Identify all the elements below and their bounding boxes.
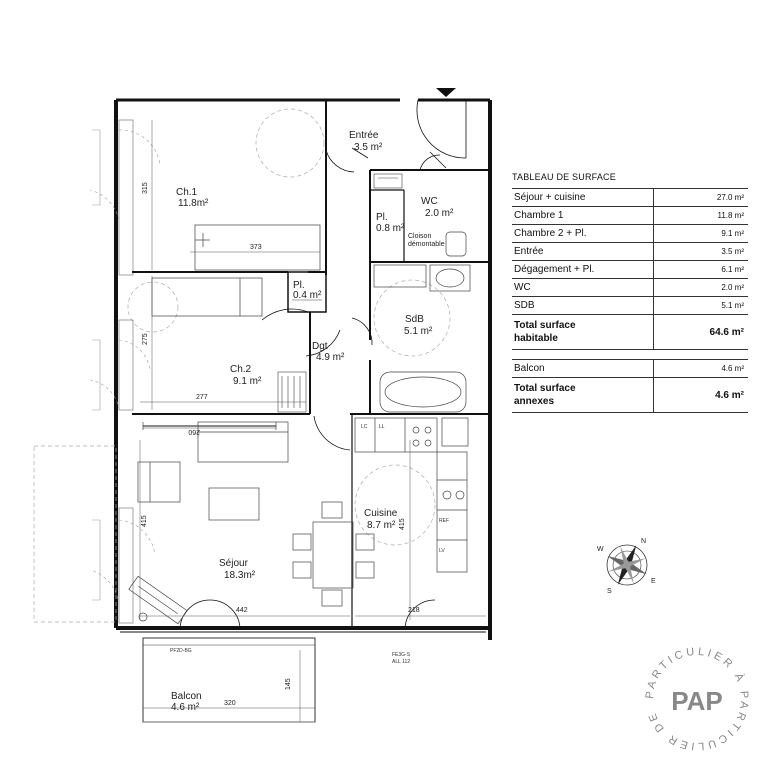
kitchen-label-lc: LC: [361, 424, 368, 430]
left-facade: [92, 119, 134, 624]
table-row: Entrée 3.5 m²: [512, 243, 748, 261]
compass-w: W: [597, 546, 604, 553]
room-name-wc: WC: [421, 196, 438, 207]
kitchen-labels: LC LL REF LV: [361, 424, 449, 554]
dim-415a: 415: [141, 515, 148, 527]
dim-442: 442: [236, 607, 248, 614]
cloison-label-1: Cloison: [408, 233, 431, 240]
dim-320: 320: [224, 700, 236, 707]
dim-260: 260: [188, 428, 200, 435]
dimension-lines: [139, 120, 486, 722]
entrance-arrow-icon: [436, 88, 456, 97]
table-row: Chambre 2 + Pl. 9.1 m²: [512, 225, 748, 243]
room-name-sejour: Séjour: [219, 558, 249, 569]
room-area-ch2: 9.1 m²: [233, 376, 262, 387]
table-row: WC 2.0 m²: [512, 279, 748, 297]
room-area-balcon: 4.6 m²: [171, 702, 200, 713]
terrace-outline: [33, 445, 117, 623]
kitchen-counter: [354, 417, 469, 573]
surface-table: TABLEAU DE SURFACE Séjour + cuisine 27.0…: [512, 172, 748, 413]
dim-145: 145: [285, 678, 292, 690]
compass-e: E: [651, 578, 656, 585]
table-row-balcon: Balcon 4.6 m²: [512, 359, 748, 378]
door-swings: [179, 99, 467, 629]
room-area-ch1: 11.8m²: [178, 198, 209, 209]
kitchen-label-lv: LV: [439, 548, 445, 554]
room-area-pl1: 0.8 m²: [376, 223, 405, 234]
room-labels: Ch.1 11.8m² Entrée 3.5 m² WC 2.0 m² Pl. …: [171, 130, 454, 713]
outer-walls: [114, 98, 492, 640]
table-row: SDB 5.1 m²: [512, 297, 748, 315]
window-label-fe3g: FE3G-S: [392, 652, 411, 658]
turning-circles: [127, 108, 451, 546]
room-name-ch2: Ch.2: [230, 364, 252, 375]
room-name-entree: Entrée: [349, 130, 379, 141]
kitchen-label-ll: LL: [379, 424, 385, 430]
room-area-pl2: 0.4 m²: [293, 290, 322, 301]
room-name-cuisine: Cuisine: [364, 508, 398, 519]
room-area-dgt: 4.9 m²: [316, 352, 345, 363]
dimension-labels: 315 373 275 277 260 415 415 442 218 320 …: [141, 182, 420, 707]
dim-315: 315: [142, 182, 149, 194]
window-label-all: ALL 112: [392, 659, 410, 665]
living-furniture: [128, 421, 375, 625]
room-name-ch1: Ch.1: [176, 187, 198, 198]
window-labels: PF2D-BG FE3G-S ALL 112: [170, 648, 411, 665]
dim-415b: 415: [399, 518, 406, 530]
dim-218: 218: [408, 607, 420, 614]
room-area-sdb: 5.1 m²: [404, 326, 433, 337]
room-name-balcon: Balcon: [171, 691, 202, 702]
dim-277: 277: [196, 394, 208, 401]
left-window-swings: [89, 129, 161, 606]
window-label-pf2d: PF2D-BG: [170, 648, 192, 654]
dim-275: 275: [142, 333, 149, 345]
closets: [277, 173, 403, 413]
table-title: TABLEAU DE SURFACE: [512, 172, 616, 182]
bed-ch2: [151, 277, 263, 317]
room-area-sejour: 18.3m²: [224, 570, 256, 581]
bathroom-fixtures: [373, 231, 471, 413]
room-name-pl1: Pl.: [376, 212, 388, 223]
room-name-pl2: Pl.: [293, 280, 305, 291]
pap-logo: PARTICULIER À PARTICULIER DE PAP: [644, 646, 747, 752]
cloison-label-2: démontable: [408, 241, 445, 248]
compass-icon: N S E W: [597, 538, 656, 595]
compass-n: N: [641, 538, 646, 545]
room-area-cuisine: 8.7 m²: [367, 520, 396, 531]
table-row: Dégagement + Pl. 6.1 m²: [512, 261, 748, 279]
dim-373: 373: [250, 244, 262, 251]
room-name-sdb: SdB: [405, 314, 424, 325]
room-name-dgt: Dgt: [312, 341, 328, 352]
interior-walls: [132, 100, 490, 628]
kitchen-label-ref: REF: [439, 518, 449, 524]
bed-ch1: [194, 224, 321, 271]
logo-center-text: PAP: [671, 686, 723, 716]
room-area-wc: 2.0 m²: [425, 208, 454, 219]
room-area-entree: 3.5 m²: [354, 142, 383, 153]
table-row: Chambre 1 11.8 m²: [512, 207, 748, 225]
compass-s: S: [607, 588, 612, 595]
table-row: Séjour + cuisine 27.0 m²: [512, 188, 748, 207]
